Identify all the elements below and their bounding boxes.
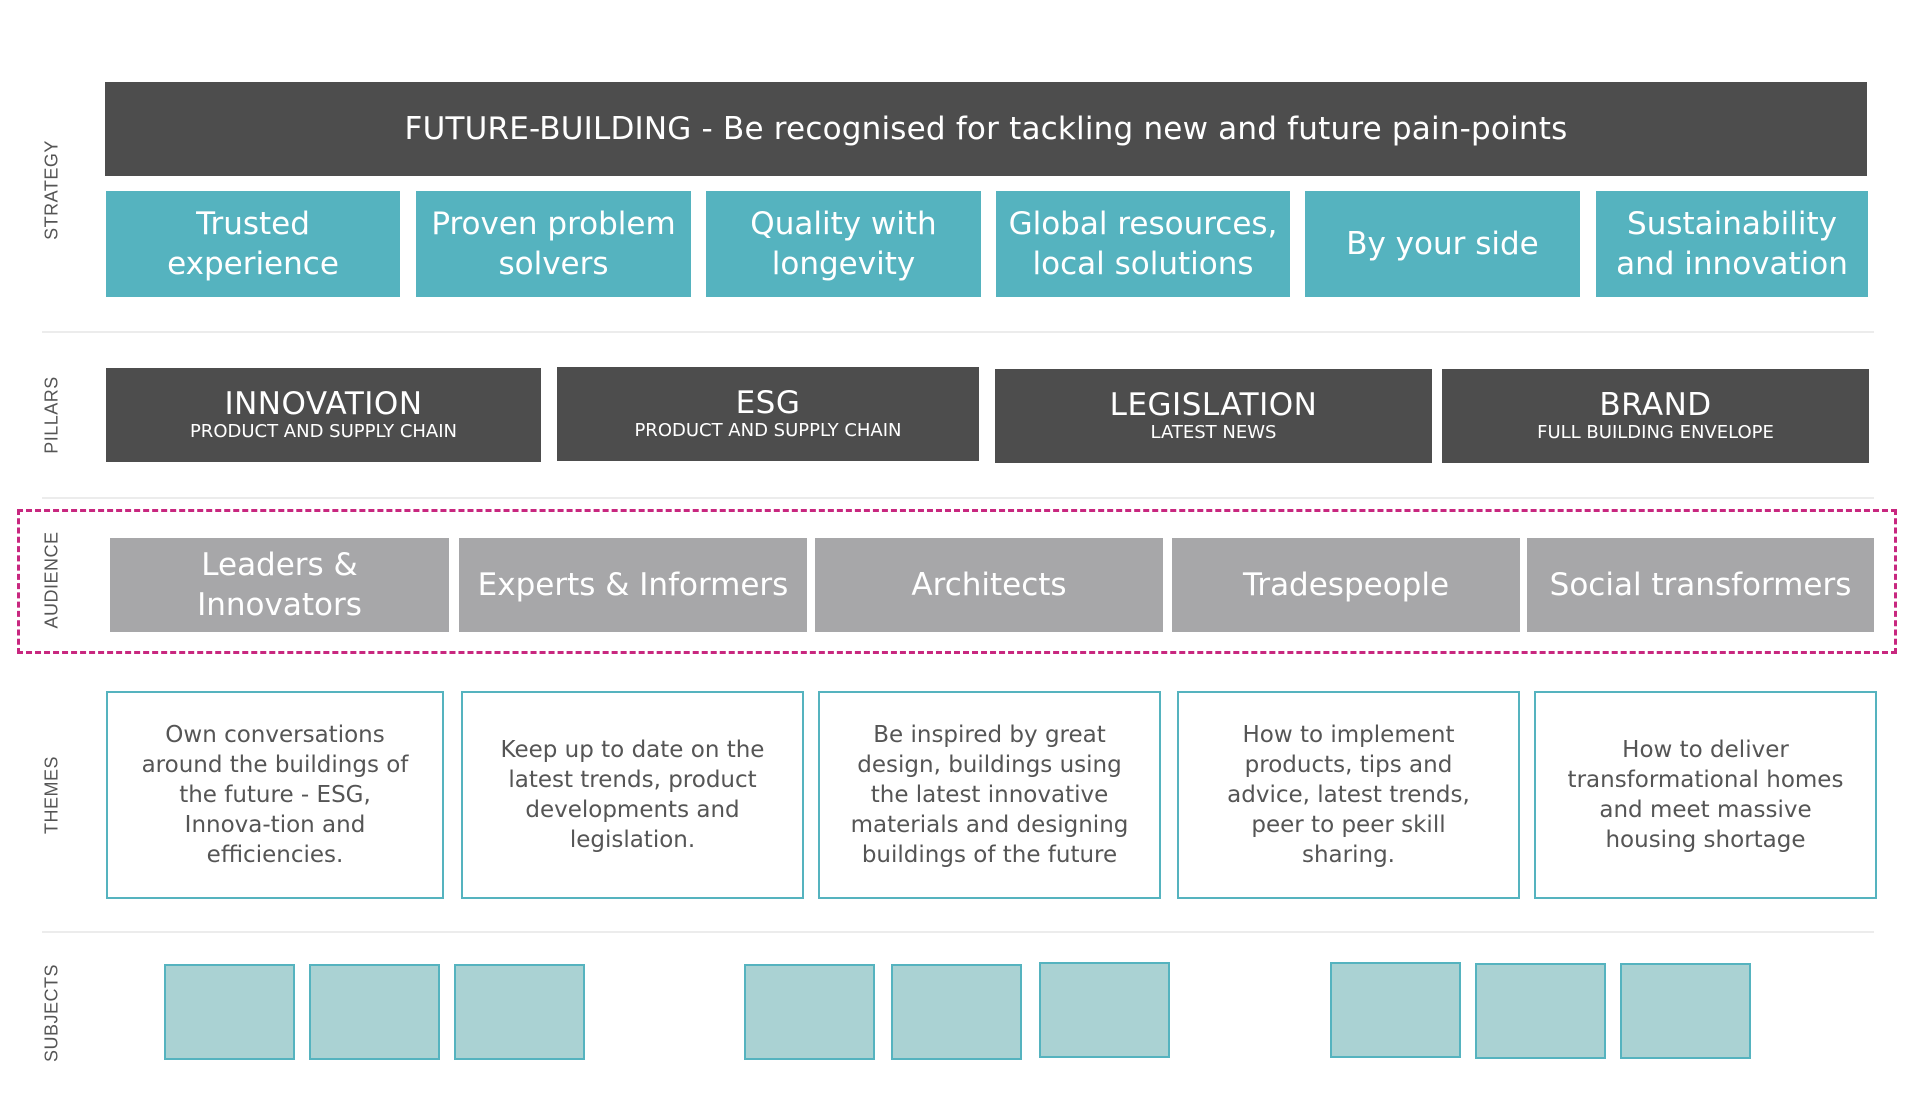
divider (42, 331, 1874, 333)
audience-leaders-innovators: Leaders & Innovators (110, 538, 449, 632)
strategy-value-trusted-experience: Trusted experience (106, 191, 400, 297)
theme-box: Own conversations around the buildings o… (106, 691, 444, 899)
pillar-title: LEGISLATION (1109, 387, 1318, 423)
theme-box: How to implement products, tips and advi… (1177, 691, 1520, 899)
theme-box: Keep up to date on the latest trends, pr… (461, 691, 804, 899)
divider (42, 931, 1874, 933)
pillar-title: INNOVATION (224, 386, 423, 422)
side-label-pillars: PILLARS (41, 376, 62, 454)
subject-box (1620, 963, 1751, 1059)
strategy-value-by-your-side: By your side (1305, 191, 1580, 297)
pillar-subtitle: PRODUCT AND SUPPLY CHAIN (189, 421, 458, 442)
subject-box (454, 964, 585, 1060)
audience-social-transformers: Social transformers (1527, 538, 1874, 632)
theme-box: How to deliver transformational homes an… (1534, 691, 1877, 899)
theme-box: Be inspired by great design, buildings u… (818, 691, 1161, 899)
strategy-value-quality-with-longevity: Quality with longevity (706, 191, 981, 297)
side-label-strategy: STRATEGY (41, 140, 62, 240)
subject-box (891, 964, 1022, 1060)
audience-experts-informers: Experts & Informers (459, 538, 807, 632)
pillar-brand: BRAND FULL BUILDING ENVELOPE (1442, 369, 1869, 463)
divider (42, 497, 1874, 499)
side-label-subjects: SUBJECTS (41, 963, 62, 1063)
subject-box (1039, 962, 1170, 1058)
subject-box (1475, 963, 1606, 1059)
strategy-banner: FUTURE-BUILDING - Be recognised for tack… (105, 82, 1867, 176)
side-label-themes: THEMES (41, 755, 62, 835)
pillar-legislation: LEGISLATION LATEST NEWS (995, 369, 1432, 463)
pillar-subtitle: FULL BUILDING ENVELOPE (1537, 422, 1774, 443)
audience-architects: Architects (815, 538, 1163, 632)
audience-tradespeople: Tradespeople (1172, 538, 1520, 632)
strategy-value-global-resources: Global resources, local solutions (996, 191, 1290, 297)
audience-highlight-frame (17, 509, 1897, 654)
subject-box (309, 964, 440, 1060)
strategy-value-proven-problem-solvers: Proven problem solvers (416, 191, 691, 297)
strategy-value-sustainability: Sustainability and innovation (1596, 191, 1868, 297)
pillar-title: ESG (735, 385, 801, 421)
pillar-esg: ESG PRODUCT AND SUPPLY CHAIN (557, 367, 979, 461)
subject-box (164, 964, 295, 1060)
pillar-subtitle: PRODUCT AND SUPPLY CHAIN (634, 420, 902, 441)
subject-box (744, 964, 875, 1060)
pillar-innovation: INNOVATION PRODUCT AND SUPPLY CHAIN (106, 368, 541, 462)
pillar-subtitle: LATEST NEWS (1150, 422, 1277, 443)
subject-box (1330, 962, 1461, 1058)
pillar-title: BRAND (1599, 387, 1712, 423)
